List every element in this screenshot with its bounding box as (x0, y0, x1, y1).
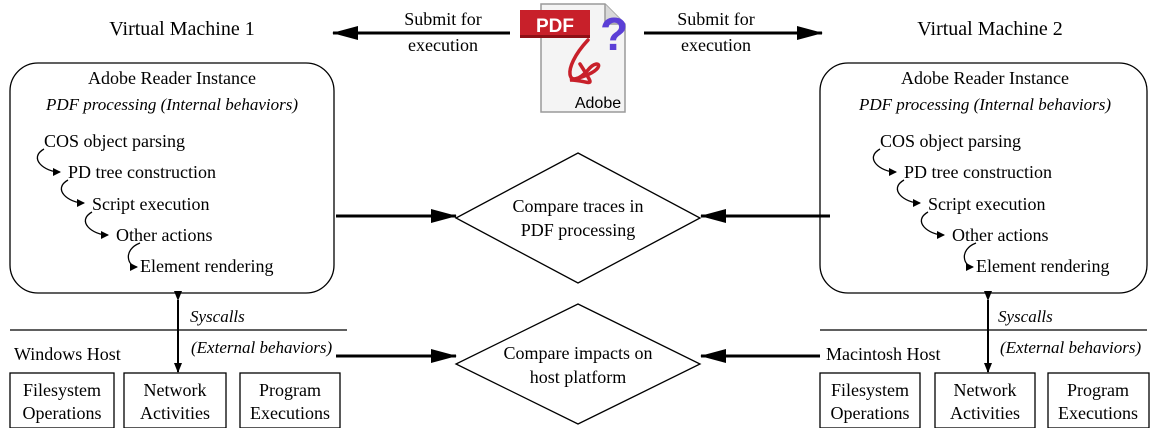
vm2-network-box (934, 372, 1036, 428)
vm1-box-2-line1: Network (144, 380, 207, 400)
vm1-host-label: Windows Host (14, 344, 121, 364)
vm1-step-arrows (36, 148, 141, 271)
compare-traces-diamond (454, 152, 702, 284)
vm1-step-3: Script execution (92, 194, 209, 214)
compare-impacts-line2: host platform (530, 367, 627, 387)
compare-traces-line1: Compare traces in (513, 196, 644, 216)
submit-left-line2: execution (408, 35, 478, 55)
vm2-step-2: PD tree construction (904, 162, 1052, 182)
compare-impacts-line1: Compare impacts on (504, 343, 653, 363)
vm1-filesystem-box (9, 372, 115, 428)
compare-traces-line2: PDF processing (521, 220, 636, 240)
vm2-box-3-line1: Program (1067, 380, 1129, 400)
vm1-box-2-line2: Activities (140, 403, 210, 423)
vm2-box-1-line1: Filesystem (831, 380, 909, 400)
vm1-step-2: PD tree construction (68, 162, 216, 182)
vm1-syscalls-label: Syscalls (190, 307, 245, 326)
submit-right-line2: execution (681, 35, 751, 55)
vm2-host-label: Macintosh Host (826, 344, 941, 364)
vm2-box-1-line2: Operations (831, 403, 910, 423)
vm2-box-3-line2: Executions (1058, 403, 1138, 423)
vm1-internal-label: PDF processing (Internal behaviors) (45, 95, 298, 114)
vm2-title: Virtual Machine 2 (917, 18, 1062, 40)
vm1-box-3-line2: Executions (250, 403, 330, 423)
submit-right-line1: Submit for (677, 9, 755, 29)
vm1-box-1-line1: Filesystem (23, 380, 101, 400)
vm2-filesystem-box (819, 372, 921, 428)
vm2-syscalls-label: Syscalls (998, 307, 1053, 326)
vm1-step-4: Other actions (116, 225, 212, 245)
vm2-reader-instance-box (819, 62, 1148, 294)
vm2-external-label: (External behaviors) (1000, 338, 1141, 357)
vm1-step-1: COS object parsing (44, 131, 185, 151)
vm2-program-box (1047, 372, 1150, 428)
pdf-brand-label: Adobe (575, 95, 621, 112)
vm1-box-1-line2: Operations (23, 403, 102, 423)
vm2-instance-title: Adobe Reader Instance (901, 68, 1069, 88)
vm2-box-2-line1: Network (954, 380, 1017, 400)
vm2-step-3: Script execution (928, 194, 1045, 214)
vm2-step-4: Other actions (952, 225, 1048, 245)
vm1-step-5: Element rendering (140, 256, 273, 276)
vm2-internal-label: PDF processing (Internal behaviors) (858, 95, 1111, 114)
vm1-program-box (239, 372, 341, 428)
compare-impacts-diamond (454, 303, 702, 425)
pdf-document-icon: Adobe PDF ? (520, 3, 628, 113)
vm1-network-box (123, 372, 227, 428)
question-mark-icon: ? (600, 8, 628, 60)
vm1-instance-title: Adobe Reader Instance (88, 68, 256, 88)
vm1-title: Virtual Machine 1 (109, 18, 254, 40)
vm2-box-2-line2: Activities (950, 403, 1020, 423)
pdf-badge (520, 10, 590, 38)
vm2-step-arrows (872, 148, 977, 271)
submit-left-line1: Submit for (404, 9, 482, 29)
pdf-badge-label: PDF (536, 16, 574, 37)
vm2-step-5: Element rendering (976, 256, 1109, 276)
vm1-box-3-line1: Program (259, 380, 321, 400)
vm2-step-1: COS object parsing (880, 131, 1021, 151)
vm1-reader-instance-box (9, 62, 335, 294)
vm1-external-label: (External behaviors) (191, 338, 332, 357)
